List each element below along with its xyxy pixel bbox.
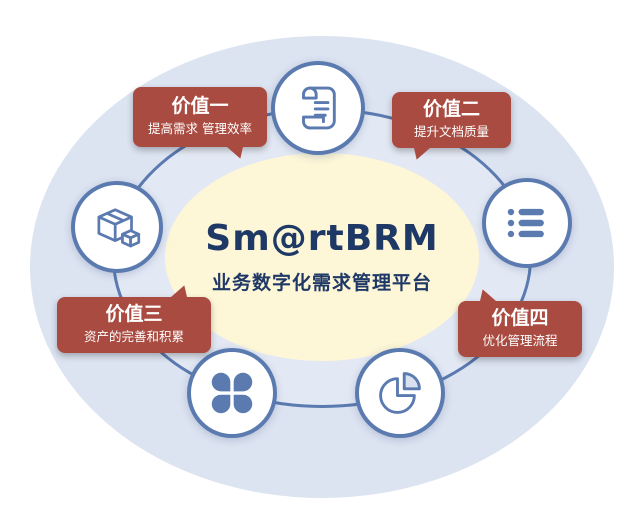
node-assets — [71, 181, 163, 273]
node-document-list — [482, 178, 572, 268]
node-process — [355, 348, 445, 438]
value-2-label: 价值二 提升文档质量 — [392, 92, 511, 163]
node-requirements — [271, 61, 365, 155]
value-2-desc: 提升文档质量 — [413, 124, 489, 140]
package-box-icon — [97, 208, 141, 248]
value-4-label: 价值四 优化管理流程 — [458, 286, 582, 357]
value-3-label: 价值三 资产的完善和积累 — [57, 282, 211, 353]
node-modules — [187, 348, 277, 438]
value-1-title: 价值一 — [171, 95, 229, 118]
center-panel: Sm@rtBRM 业务数字化需求管理平台 — [165, 153, 479, 361]
clover-icon — [211, 372, 253, 414]
list-icon — [507, 208, 544, 238]
value-4-title: 价值四 — [491, 307, 549, 330]
platform-title: Sm@rtBRM — [205, 217, 439, 259]
value-3-desc: 资产的完善和积累 — [83, 329, 184, 345]
value-1-desc: 提高需求 管理效率 — [148, 121, 252, 137]
value-3-title: 价值三 — [105, 303, 163, 326]
scroll-document-icon — [302, 86, 336, 130]
value-1-label: 价值一 提高需求 管理效率 — [133, 87, 267, 162]
platform-subtitle: 业务数字化需求管理平台 — [211, 272, 432, 295]
value-4-desc: 优化管理流程 — [482, 333, 558, 349]
pie-chart-icon — [379, 372, 421, 414]
value-2-title: 价值二 — [422, 98, 480, 121]
